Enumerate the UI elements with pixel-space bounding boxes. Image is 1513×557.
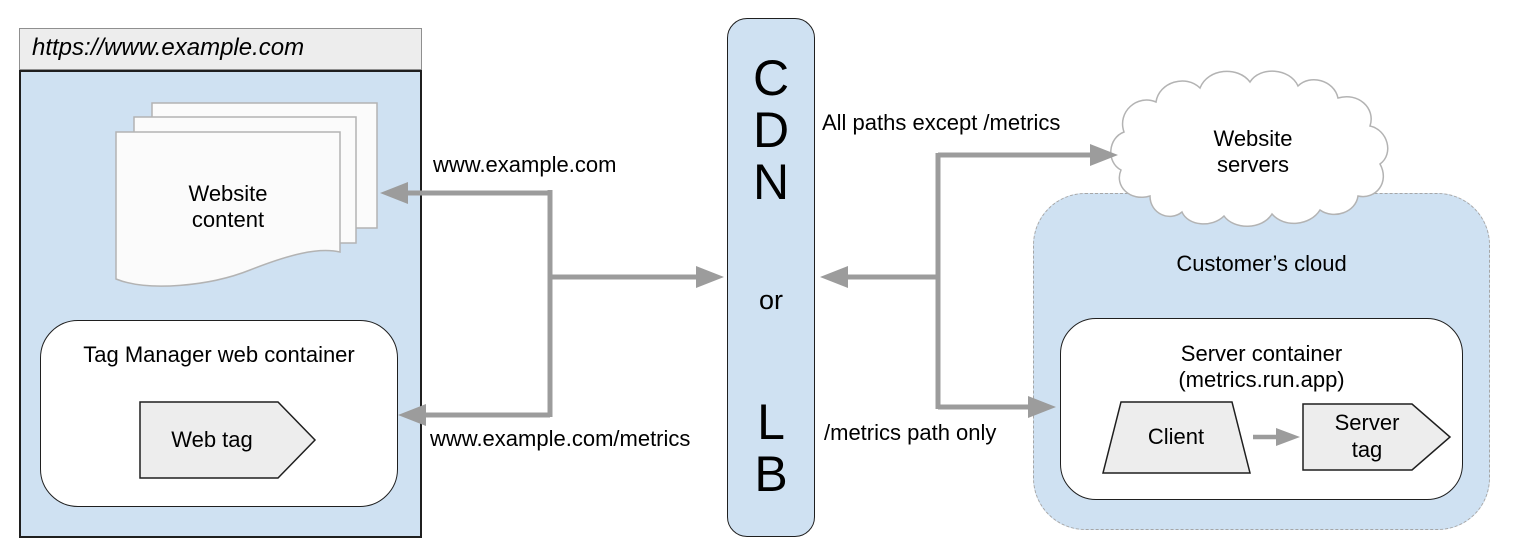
cdn-or-lb-box <box>727 18 815 537</box>
web-tag-label: Web tag <box>171 427 253 452</box>
lb-letter-b: B <box>754 446 788 502</box>
client-label: Client <box>1147 424 1205 449</box>
server-container-label: Server container <box>1180 341 1343 366</box>
cdn-or-label: or <box>758 285 783 315</box>
lb-letter-l: L <box>757 394 785 450</box>
edge-label-www-example-com: www.example.com <box>433 152 617 177</box>
arrowhead-left-to-cdn <box>696 266 724 288</box>
cdn-letter-c: C <box>752 50 790 106</box>
cdn-letter-d: D <box>752 102 790 158</box>
website-servers-label: Website servers <box>1213 126 1293 177</box>
tag-manager-container-label: Tag Manager web container <box>83 342 355 367</box>
browser-titlebar <box>19 28 422 70</box>
arrowhead-to-cloud <box>1090 144 1118 166</box>
edge-label-www-example-com-metrics: www.example.com/metrics <box>430 426 691 451</box>
arrowhead-right-to-cdn <box>820 266 848 288</box>
website-content-label: Website content <box>188 181 268 232</box>
server-container-domain-label: (metrics.run.app) <box>1178 367 1345 392</box>
customers-cloud-label: Customer’s cloud <box>1176 251 1347 276</box>
server-tag-label: Server tag <box>1334 410 1400 462</box>
edge-label-metrics-path-only: /metrics path only <box>824 420 997 445</box>
browser-url-text: https://www.example.com <box>32 34 305 61</box>
edge-label-all-paths-except-metrics: All paths except /metrics <box>822 110 1061 135</box>
cdn-letter-n: N <box>752 154 790 210</box>
